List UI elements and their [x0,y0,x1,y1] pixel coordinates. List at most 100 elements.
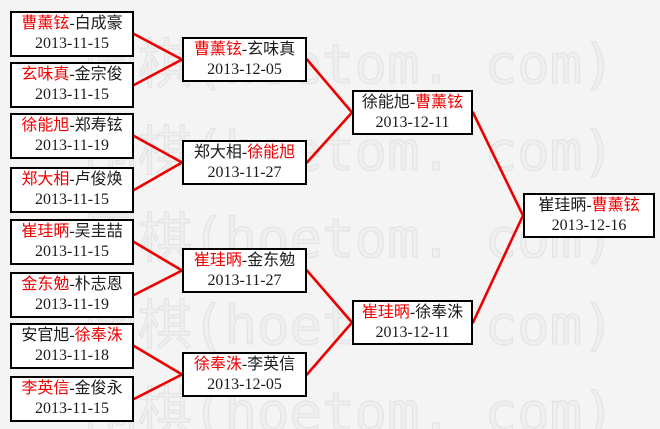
player2-name: 曹薰铉 [591,197,640,214]
connector-line [132,269,184,297]
player1-name: 崔珪昞 [538,197,587,214]
player2-name: 徐奉洙 [415,304,464,321]
match-box-round2-3: 崔珪昞-金东勉 2013-11-27 [182,248,307,293]
connector-line [132,344,184,376]
match-box-round1-4: 郑大相-卢俊焕 2013-11-15 [10,167,134,213]
dash-separator: - [69,380,75,397]
connector-line [305,111,354,164]
connector-line [305,321,354,376]
match-players: 李英信-金俊永 [12,379,132,399]
player1-name: 崔珪昞 [361,304,410,321]
player2-name: 卢俊焕 [74,171,123,188]
player1-name: 崔珪昞 [193,252,242,269]
player2-name: 徐奉洙 [74,327,123,344]
match-box-round2-2: 郑大相-徐能旭 2013-11-27 [182,140,307,185]
player1-name: 徐能旭 [361,94,410,111]
player2-name: 朴志恩 [74,276,123,293]
dash-separator: - [69,276,75,293]
dash-separator: - [241,252,248,269]
match-box-round1-2: 玄味真-金宗俊 2013-11-15 [10,62,134,108]
dash-separator: - [69,327,75,344]
connector-line [132,161,184,192]
match-date: 2013-11-27 [207,272,282,289]
match-date: 2013-11-15 [34,86,110,103]
player1-name: 曹薰铉 [193,41,242,58]
match-box-semifinal-1: 徐能旭-曹薰铉 2013-12-11 [352,90,473,135]
match-players: 崔珪昞-金东勉 [184,251,305,271]
match-date: 2013-12-05 [207,61,282,78]
match-date: 2013-11-15 [34,400,110,417]
player1-name: 安官旭 [21,327,70,344]
match-date: 2013-11-27 [207,164,282,181]
player2-name: 金宗俊 [74,66,123,83]
match-players: 郑大相-卢俊焕 [12,170,132,190]
player1-name: 玄味真 [21,66,70,83]
match-date: 2013-12-16 [551,217,627,234]
match-box-round1-1: 曹薰铉-白成豪 2013-11-15 [10,11,134,57]
match-players: 金东勉-朴志恩 [12,275,132,295]
match-box-round1-7: 安官旭-徐奉洙 2013-11-18 [10,323,134,369]
match-date: 2013-11-19 [34,296,110,313]
match-players: 安官旭-徐奉洙 [12,326,132,346]
connector-line [132,58,184,87]
player2-name: 白成豪 [74,15,123,32]
match-box-round2-1: 曹薰铉-玄味真 2013-12-05 [182,37,307,82]
match-date: 2013-11-15 [34,243,110,260]
player2-name: 郑寿铉 [74,117,123,134]
connector-line [471,214,525,324]
connector-line [305,58,354,114]
match-players: 崔珪昞-徐奉洙 [354,303,471,323]
dash-separator: - [409,94,416,111]
match-box-final: 崔珪昞-曹薰铉 2013-12-16 [523,193,655,238]
player1-name: 曹薰铉 [21,15,70,32]
dash-separator: - [69,223,75,240]
match-date: 2013-11-15 [34,191,110,208]
match-box-semifinal-2: 崔珪昞-徐奉洙 2013-12-11 [352,300,473,345]
player1-name: 郑大相 [193,144,242,161]
player2-name: 曹薰铉 [415,94,464,111]
connector-line [471,111,525,217]
match-players: 曹薰铉-玄味真 [184,40,305,60]
dash-separator: - [69,117,75,134]
dash-separator: - [241,41,248,58]
match-players: 曹薰铉-白成豪 [12,14,132,34]
match-box-round1-5: 崔珪昞-吴圭喆 2013-11-15 [10,219,134,265]
player2-name: 李英信 [247,356,296,373]
dash-separator: - [586,197,592,214]
match-date: 2013-12-11 [375,324,450,341]
match-players: 郑大相-徐能旭 [184,143,305,163]
match-date: 2013-12-05 [207,376,282,393]
player2-name: 金俊永 [74,380,123,397]
match-players: 徐奉洙-李英信 [184,355,305,375]
player1-name: 崔珪昞 [21,223,70,240]
player1-name: 徐能旭 [21,117,70,134]
connector-line [132,32,184,61]
match-date: 2013-11-15 [34,35,110,52]
match-date: 2013-12-11 [375,114,450,131]
player2-name: 吴圭喆 [74,223,123,240]
match-box-round2-4: 徐奉洙-李英信 2013-12-05 [182,352,307,397]
match-players: 玄味真-金宗俊 [12,65,132,85]
dash-separator: - [409,304,416,321]
player1-name: 李英信 [21,380,70,397]
match-box-round1-8: 李英信-金俊永 2013-11-15 [10,376,134,422]
match-players: 崔珪昞-吴圭喆 [12,222,132,242]
player2-name: 徐能旭 [247,144,296,161]
match-players: 崔珪昞-曹薰铉 [525,196,653,216]
match-box-round1-3: 徐能旭-郑寿铉 2013-11-19 [10,113,134,159]
player1-name: 金东勉 [21,276,70,293]
player1-name: 徐奉洙 [193,356,242,373]
match-players: 徐能旭-郑寿铉 [12,116,132,136]
player2-name: 玄味真 [247,41,296,58]
dash-separator: - [241,356,248,373]
match-players: 徐能旭-曹薰铉 [354,93,471,113]
connector-line [132,134,184,164]
dash-separator: - [69,66,75,83]
match-box-round1-6: 金东勉-朴志恩 2013-11-19 [10,272,134,318]
connector-line [132,240,184,272]
player1-name: 郑大相 [21,171,70,188]
match-date: 2013-11-19 [34,137,110,154]
connector-line [305,269,354,324]
